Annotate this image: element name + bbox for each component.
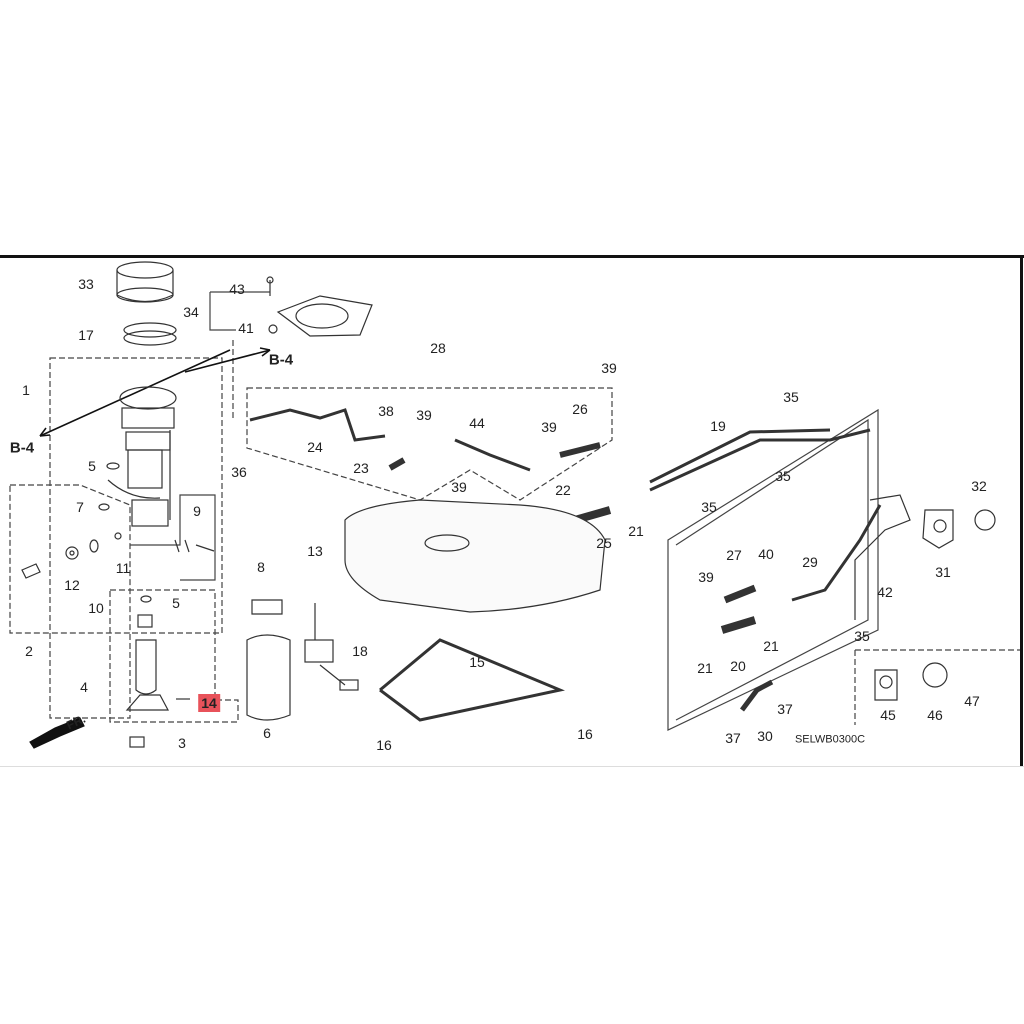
callout-19: 19: [710, 418, 726, 434]
callout-21b: 21: [697, 660, 713, 676]
callout-39e: 39: [698, 569, 714, 585]
callout-46: 46: [927, 707, 943, 723]
callout-10: 10: [88, 600, 104, 616]
frame-bottom-border: [0, 766, 1024, 767]
callout-1: 1: [22, 382, 30, 398]
callout-35b: 35: [775, 468, 791, 484]
callout-13: 13: [307, 543, 323, 559]
callout-21: 21: [628, 523, 644, 539]
seal-17: [123, 322, 177, 346]
group-box-4: [109, 589, 239, 723]
callout-37b: 37: [725, 730, 741, 746]
callout-22: 22: [555, 482, 571, 498]
callout-32: 32: [971, 478, 987, 494]
callout-9: 9: [193, 503, 201, 519]
callout-44: 44: [469, 415, 485, 431]
callout-25: 25: [596, 535, 612, 551]
callout-20: 20: [730, 658, 746, 674]
cover-plate-34: [276, 295, 373, 337]
callout-5: 5: [88, 458, 96, 474]
filler-parts: [854, 494, 996, 701]
callout-26: 26: [572, 401, 588, 417]
tank-strap-15: [379, 638, 566, 722]
diagram-code: SELWB0300C: [794, 733, 866, 746]
callout-24: 24: [307, 439, 323, 455]
group-box-28: [246, 387, 613, 501]
lock-ring-33: [116, 261, 174, 303]
group-box-19: [667, 408, 879, 731]
callout-16: 16: [376, 737, 392, 753]
group-box-1: [49, 357, 223, 719]
pipes: [249, 408, 882, 722]
callout-17: 17: [78, 327, 94, 343]
callout-29: 29: [802, 554, 818, 570]
callout-11: 11: [115, 560, 131, 576]
nut-41: [268, 324, 278, 334]
callout-35d: 35: [854, 628, 870, 644]
callout-39b: 39: [416, 407, 432, 423]
callout-33: 33: [78, 276, 94, 292]
callout-35c: 35: [701, 499, 717, 515]
callout-8: 8: [257, 559, 265, 575]
callout-5b: 5: [172, 595, 180, 611]
callout-6: 6: [263, 725, 271, 741]
front-arrow-icon: [29, 717, 85, 749]
callout-7: 7: [76, 499, 84, 515]
callout-39d: 39: [451, 479, 467, 495]
callout-41: 41: [238, 320, 254, 336]
frame-right-border: [1020, 255, 1023, 767]
callout-40: 40: [758, 546, 774, 562]
callout-39: 39: [601, 360, 617, 376]
callout-15: 15: [469, 654, 485, 670]
callout-38: 38: [378, 403, 394, 419]
callout-31: 31: [935, 564, 951, 580]
sender-18: [304, 603, 359, 691]
callout-14-highlighted[interactable]: 14: [198, 694, 220, 712]
filter-parts: [246, 599, 291, 721]
frame-top-border: [0, 255, 1024, 258]
fuel-tank-13: [344, 499, 606, 613]
callout-35: 35: [783, 389, 799, 405]
reference-b4-right: B-4: [268, 351, 294, 369]
callout-3: 3: [178, 735, 186, 751]
callout-37: 37: [777, 701, 793, 717]
bolt-43: [266, 276, 274, 296]
callout-45: 45: [880, 707, 896, 723]
callout-4: 4: [80, 679, 88, 695]
callout-16b: 16: [577, 726, 593, 742]
callout-18: 18: [352, 643, 368, 659]
callout-39c: 39: [541, 419, 557, 435]
callout-42: 42: [877, 584, 893, 600]
group-boxes: [9, 340, 1020, 725]
callout-47: 47: [964, 693, 980, 709]
callout-28: 28: [430, 340, 446, 356]
callout-36: 36: [231, 464, 247, 480]
callout-27: 27: [726, 547, 742, 563]
small-parts: [21, 462, 215, 748]
callout-21c: 21: [763, 638, 779, 654]
group-box-2: [9, 484, 131, 634]
callout-30: 30: [757, 728, 773, 744]
fuel-pump-module-1: [107, 386, 177, 527]
callout-2: 2: [25, 643, 33, 659]
callout-43: 43: [229, 281, 245, 297]
callout-12: 12: [64, 577, 80, 593]
reference-b4-left: B-4: [9, 439, 35, 457]
callout-23: 23: [353, 460, 369, 476]
callout-34: 34: [183, 304, 199, 320]
